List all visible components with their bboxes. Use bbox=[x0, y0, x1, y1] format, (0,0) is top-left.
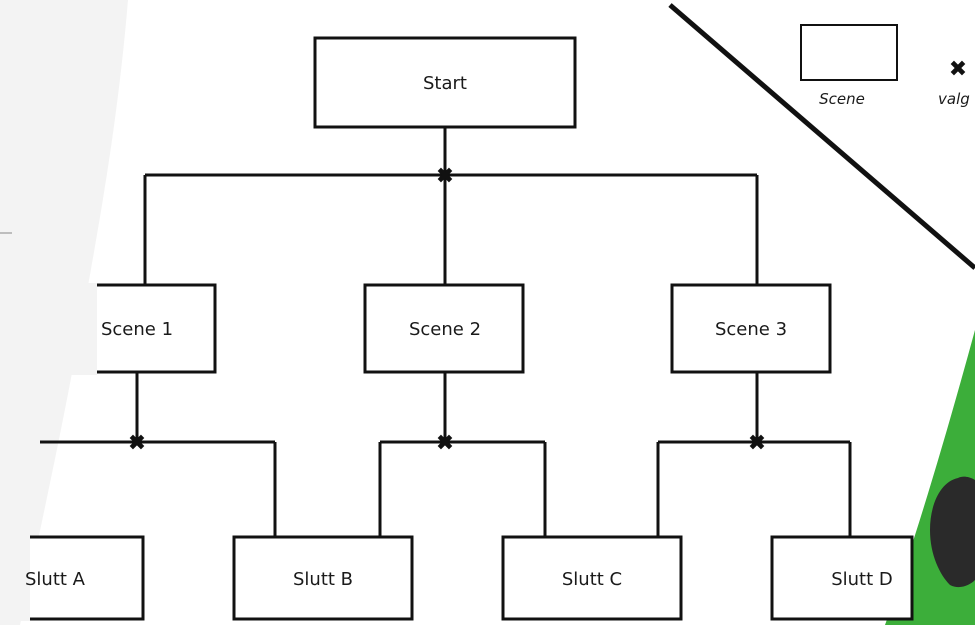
choice-marker-scene2: ✖ bbox=[436, 431, 454, 456]
legend-choice-label: valg bbox=[938, 90, 970, 108]
legend-choice-icon: ✖ bbox=[949, 57, 967, 82]
node-end-c-label: Slutt C bbox=[562, 569, 622, 590]
node-end-d bbox=[770, 535, 914, 621]
choice-marker-start: ✖ bbox=[436, 164, 454, 189]
node-end-b-label: Slutt B bbox=[293, 569, 353, 590]
node-end-d-label: Slutt D bbox=[831, 569, 893, 590]
node-end-b bbox=[232, 535, 414, 621]
node-scene-1-label: Scene 1 bbox=[101, 319, 173, 340]
game-controller-image bbox=[930, 476, 975, 588]
legend-scene-label: Scene bbox=[819, 90, 865, 108]
node-end-a-label: Slutt A bbox=[25, 569, 86, 590]
choice-marker-scene3: ✖ bbox=[748, 431, 766, 456]
node-scene-3-label: Scene 3 bbox=[715, 319, 787, 340]
connectors bbox=[40, 127, 852, 537]
diagonal-divider-line bbox=[668, 3, 975, 270]
legend-scene-box bbox=[800, 24, 898, 81]
choice-marker-scene1: ✖ bbox=[128, 431, 146, 456]
slide-overlap-end-a bbox=[0, 535, 30, 621]
node-start-label: Start bbox=[423, 73, 467, 94]
slide-accent-tick bbox=[0, 232, 12, 234]
slide-overlap-scene1 bbox=[0, 283, 97, 375]
node-end-c bbox=[501, 535, 683, 621]
node-scene-2-label: Scene 2 bbox=[409, 319, 481, 340]
node-start bbox=[313, 36, 577, 129]
node-scene-3 bbox=[670, 283, 832, 374]
node-scene-2 bbox=[363, 283, 525, 374]
